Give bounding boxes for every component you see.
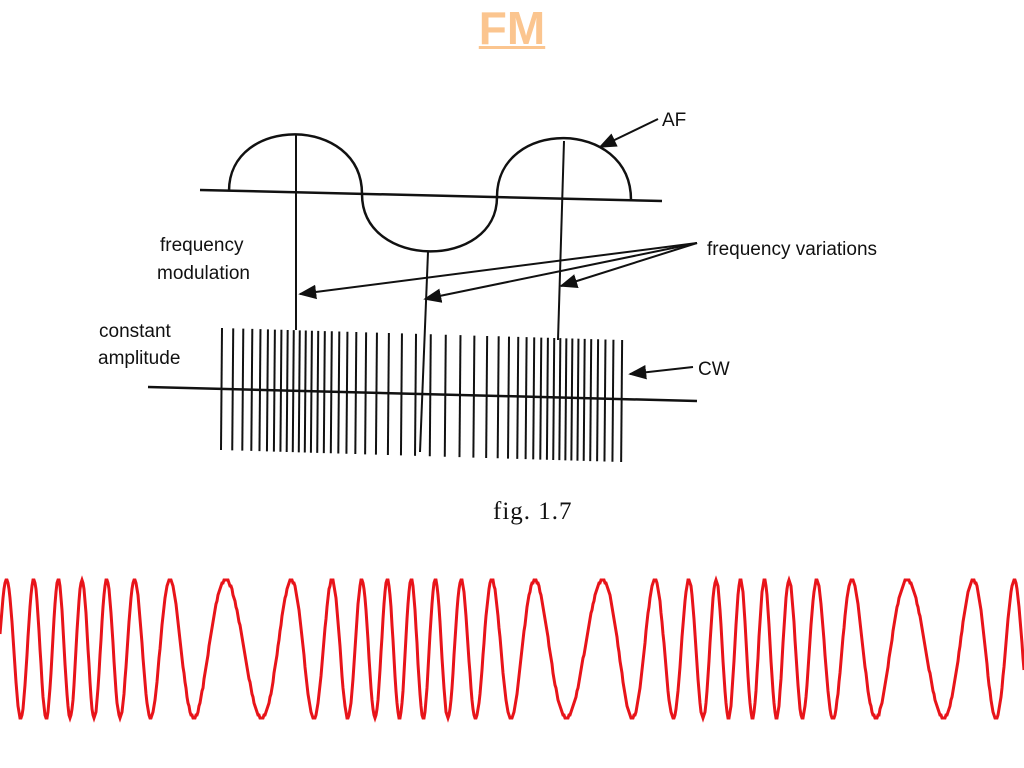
- af-axis: [199, 188, 663, 203]
- carrier-line: [507, 336, 511, 459]
- cw-arrow: [628, 365, 694, 380]
- frequency-modulation-label-line2: modulation: [157, 263, 250, 284]
- carrier-line: [241, 328, 245, 451]
- carrier-line: [589, 339, 593, 462]
- carrier-line: [552, 337, 556, 460]
- carrier-line: [303, 330, 307, 453]
- carrier-line: [539, 337, 543, 460]
- carrier-line: [386, 332, 390, 456]
- trough-marker: [419, 251, 429, 453]
- af-arrow: [598, 118, 659, 148]
- carrier-line: [345, 331, 349, 454]
- carrier-line: [611, 339, 615, 462]
- carrier-line: [620, 339, 624, 463]
- carrier-line: [485, 335, 489, 458]
- carrier-line: [596, 339, 600, 462]
- carrier-line: [443, 334, 447, 457]
- carrier-lines: [220, 327, 624, 463]
- carrier-line: [524, 337, 528, 460]
- carrier-line: [285, 329, 289, 452]
- carrier-line: [231, 328, 235, 451]
- carrier-line: [297, 330, 301, 453]
- fm-waveform: [0, 575, 1024, 723]
- carrier-line: [414, 333, 418, 456]
- af-label: AF: [662, 110, 686, 131]
- carrier-line: [582, 338, 586, 461]
- carrier-line: [329, 331, 333, 454]
- carrier-line: [272, 329, 276, 452]
- carrier-line: [258, 329, 262, 452]
- frequency-variations-label: frequency variations: [707, 239, 877, 260]
- af-waveform: [227, 133, 633, 253]
- carrier-line: [516, 336, 520, 459]
- carrier-line: [570, 338, 574, 461]
- carrier-line: [399, 333, 403, 456]
- slide-title: FM: [478, 2, 546, 54]
- carrier-line: [472, 335, 476, 458]
- constant-amplitude-label-line1: constant: [99, 321, 172, 342]
- carrier-line: [250, 328, 254, 451]
- variation-arrow-1: [298, 242, 698, 300]
- carrier-line: [354, 332, 358, 455]
- variation-arrow-3: [559, 242, 698, 288]
- carrier-line: [279, 329, 283, 452]
- carrier-line: [545, 337, 549, 460]
- constant-amplitude-label-line2: amplitude: [98, 348, 180, 369]
- carrier-line: [564, 338, 568, 461]
- carrier-line: [458, 335, 462, 458]
- carrier-line: [374, 332, 378, 455]
- carrier-line: [603, 339, 607, 462]
- carrier-line: [265, 329, 269, 452]
- fm-signal-trace: [0, 575, 1024, 723]
- carrier-line: [316, 330, 320, 453]
- carrier-line: [309, 330, 313, 453]
- carrier-line: [558, 338, 562, 461]
- carrier-line: [337, 331, 341, 454]
- variation-arrow-2: [423, 242, 698, 303]
- carrier-line: [428, 334, 432, 457]
- peak-marker-2: [557, 140, 565, 341]
- carrier-line: [496, 336, 500, 459]
- carrier-line: [322, 331, 326, 454]
- cw-label: CW: [698, 359, 730, 380]
- frequency-modulation-label-line1: frequency: [160, 235, 244, 256]
- figure-caption: fig. 1.7: [493, 498, 573, 525]
- fm-diagram: AF frequency modulation frequency variat…: [98, 110, 877, 525]
- carrier-line: [291, 330, 295, 453]
- carrier-line: [532, 337, 536, 460]
- carrier-line: [364, 332, 368, 455]
- carrier-line: [576, 338, 580, 461]
- carrier-line: [220, 327, 223, 451]
